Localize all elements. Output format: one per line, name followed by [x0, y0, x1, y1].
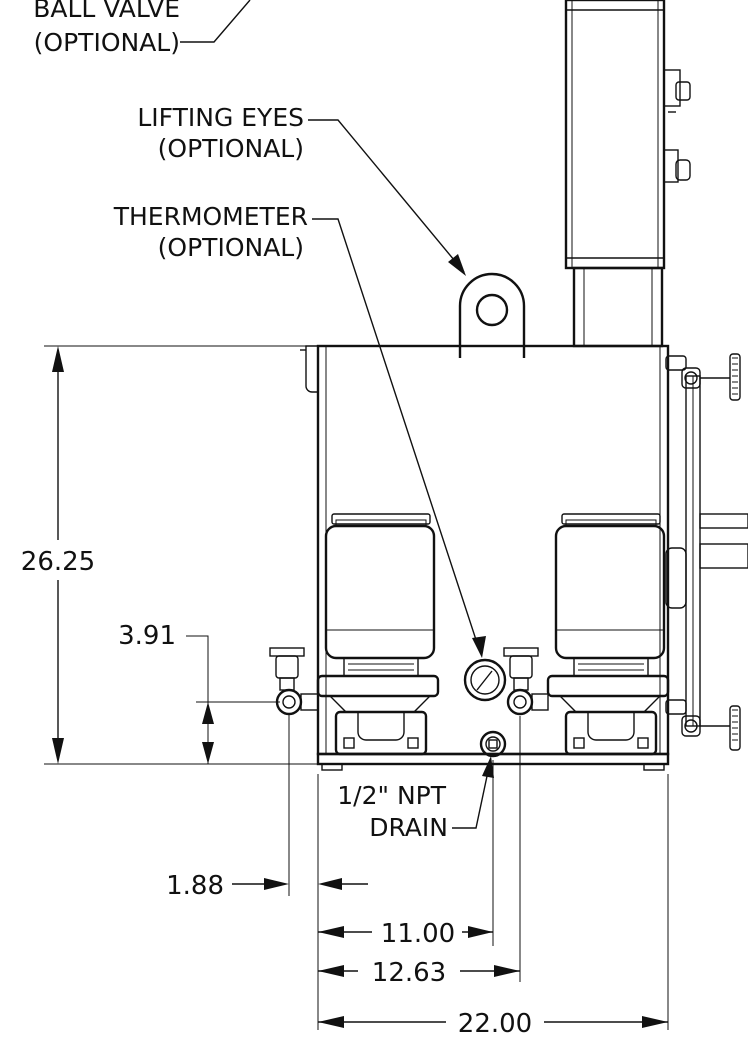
lifting-eyes-callout-line2: (OPTIONAL)	[158, 134, 304, 163]
dimension-height-overall: 26.25	[21, 547, 95, 577]
dimension-drain-position: 11.00	[381, 919, 455, 949]
chimney-duct	[572, 266, 664, 348]
motor-right	[546, 513, 670, 756]
ball-valve-callout-line1: BALL VALVE	[33, 0, 180, 23]
thermometer-gauge	[463, 658, 507, 702]
dimension-thermometer-position: 12.63	[372, 958, 446, 988]
dimension-width-overall: 22.00	[458, 1009, 532, 1039]
lifting-eyes-callout-line1: LIFTING EYES	[137, 103, 304, 132]
ball-valve-left	[269, 647, 319, 716]
drain-callout-line1: 1/2" NPT	[337, 781, 446, 810]
leader-lines	[180, 0, 494, 829]
ball-valve-right	[503, 647, 549, 716]
drain-fitting	[479, 730, 507, 758]
control-box	[564, 0, 691, 270]
side-valve-upper	[681, 353, 741, 401]
ball-valve-callout-line2: (OPTIONAL)	[34, 28, 180, 57]
drain-callout-line2: DRAIN	[369, 813, 448, 842]
thermometer-callout-line1: THERMOMETER	[113, 202, 308, 231]
dimension-inlet-height: 3.91	[118, 621, 176, 651]
dimension-inlet-offset: 1.88	[166, 871, 224, 901]
dimension-lines	[44, 345, 669, 1030]
thermometer-callout-line2: (OPTIONAL)	[158, 233, 304, 262]
motor-left	[316, 513, 440, 756]
side-valve-lower	[681, 705, 741, 751]
